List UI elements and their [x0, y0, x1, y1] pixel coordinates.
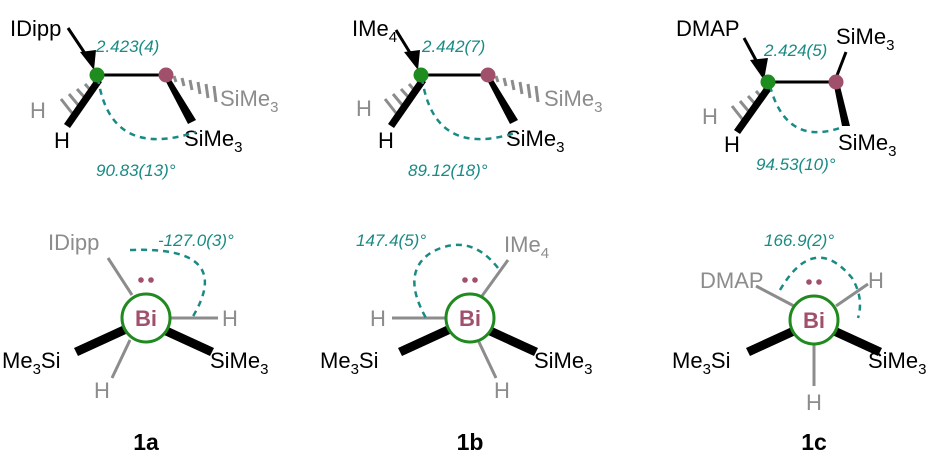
- angle-annotation: 90.83(13)°: [96, 161, 176, 180]
- ligand-label: IMe4: [352, 16, 397, 46]
- bond-structure-1c: DMAP 2.424(5) H H SiMe3 SiMe3 94.53(10)°: [676, 16, 896, 174]
- ligand-label: DMAP: [700, 268, 764, 293]
- angle-annotation: 89.12(18)°: [408, 161, 488, 180]
- compound-label: 1c: [801, 429, 827, 455]
- wedge-bond-silyl: [486, 78, 518, 124]
- h-label: H: [222, 306, 238, 331]
- lone-pair-icon: [472, 277, 478, 283]
- bismuth-ring: [444, 292, 496, 344]
- silyl-up-label: SiMe3: [836, 24, 894, 54]
- silyl-right-label: SiMe3: [210, 348, 268, 378]
- lone-pair-icon: [462, 277, 468, 283]
- silyl-left-label: Me3Si: [320, 348, 378, 378]
- compound-label: 1b: [457, 429, 484, 455]
- h-bond-lower: [110, 339, 132, 379]
- bond-structure-1a: IDipp 2.423(4) H H: [10, 16, 278, 180]
- torsion-annotation: 166.9(2)°: [764, 231, 834, 250]
- h-label: H: [806, 390, 822, 415]
- bond-length-annotation: 2.424(5): [763, 41, 827, 60]
- lone-pair-icon: [806, 279, 812, 285]
- bismuth-atom: [158, 67, 174, 83]
- lone-pair-icon: [816, 279, 822, 285]
- ligand-label: IDipp: [48, 230, 99, 255]
- hashed-bond-right: [172, 75, 218, 103]
- ligand-label: DMAP: [676, 16, 740, 41]
- h-label-wedge: H: [378, 128, 394, 153]
- h-label: H: [370, 306, 386, 331]
- silyl-left-label: Me3Si: [672, 348, 730, 378]
- hashed-bond-right: [494, 75, 540, 103]
- h-label: H: [494, 378, 510, 403]
- wedge-bond-left: [746, 326, 798, 356]
- newman-projection-1a: IDipp H H Me3Si SiMe3 Bi -127.0(3)°: [2, 230, 268, 403]
- ligand-bond: [106, 257, 134, 296]
- wedge-bond-right: [162, 326, 214, 356]
- bismuth-label: Bi: [803, 308, 825, 333]
- h-label-wedge: H: [54, 128, 70, 153]
- wedge-bond-silyl: [834, 86, 850, 126]
- ligand-bond: [755, 284, 795, 308]
- bond-length-annotation: 2.442(7): [421, 37, 485, 56]
- lone-pair-icon: [138, 277, 144, 283]
- h-label-hashed: H: [702, 104, 718, 129]
- arrow-head-icon: [80, 50, 96, 70]
- h-bond-lower: [476, 339, 498, 379]
- bismuth-atom: [828, 74, 844, 90]
- wedge-bond-left: [74, 326, 126, 356]
- torsion-arc: [129, 248, 207, 319]
- angle-arc: [768, 85, 841, 134]
- wedge-bond-left: [398, 326, 450, 356]
- wedge-bond-h: [388, 78, 426, 128]
- newman-projection-1c: DMAP H H Me3Si SiMe3 Bi 166.9(2)°: [672, 231, 926, 415]
- torsion-arc: [413, 243, 499, 319]
- arrow-head-icon: [404, 50, 420, 70]
- silyl-gray-label: SiMe3: [220, 86, 278, 116]
- lone-pair-icon: [148, 277, 154, 283]
- h-label-hashed: H: [30, 98, 46, 123]
- ligand-label: IMe4: [504, 232, 549, 262]
- bismuth-ring: [788, 294, 840, 346]
- bismuth-atom: [480, 67, 496, 83]
- compound-1b: IMe4 2.442(7) H H SiM: [320, 16, 602, 455]
- silyl-gray-label: SiMe3: [544, 86, 602, 116]
- arrow-head-icon: [750, 58, 768, 80]
- h-label-wedge: H: [724, 132, 740, 157]
- silyl-left-label: Me3Si: [2, 348, 60, 378]
- silyl-up-bond: [834, 51, 848, 79]
- compound-1c: DMAP 2.424(5) H H SiMe3 SiMe3 94.53(10)°: [672, 16, 926, 455]
- bismuth-ring: [120, 292, 172, 344]
- h-bond-upper: [835, 282, 869, 308]
- wedge-bond-h: [734, 85, 772, 134]
- h-label: H: [94, 378, 110, 403]
- carbon-atom: [413, 67, 429, 83]
- bismuth-label: Bi: [459, 306, 481, 331]
- silyl-down-label: SiMe3: [838, 130, 896, 160]
- angle-arc: [96, 77, 197, 141]
- bond-structure-1b: IMe4 2.442(7) H H SiM: [352, 16, 602, 180]
- carbon-atom: [760, 74, 776, 90]
- wedge-bond-right: [486, 326, 538, 356]
- compound-1a: IDipp 2.423(4) H H: [2, 16, 278, 455]
- h-label: H: [868, 268, 884, 293]
- carbon-atom: [89, 67, 105, 83]
- angle-arc: [420, 77, 519, 141]
- silyl-right-label: SiMe3: [534, 348, 592, 378]
- h-label-hashed: H: [356, 96, 372, 121]
- wedge-bond-h: [64, 78, 102, 128]
- bismuth-label: Bi: [135, 306, 157, 331]
- angle-annotation: 94.53(10)°: [756, 155, 836, 174]
- newman-projection-1b: IMe4 H H Me3Si SiMe3 Bi 147.4(5)°: [320, 231, 592, 403]
- silyl-black-label: SiMe3: [506, 126, 564, 156]
- silyl-right-label: SiMe3: [868, 348, 926, 378]
- torsion-annotation: -127.0(3)°: [158, 231, 234, 250]
- ligand-label: IDipp: [10, 16, 61, 41]
- wedge-bond-right: [830, 326, 882, 356]
- compound-label: 1a: [133, 429, 159, 455]
- bond-length-annotation: 2.423(4): [95, 37, 159, 56]
- silyl-black-label: SiMe3: [184, 126, 242, 156]
- wedge-bond-silyl: [164, 78, 196, 124]
- torsion-annotation: 147.4(5)°: [356, 231, 426, 250]
- ligand-bond: [480, 259, 510, 297]
